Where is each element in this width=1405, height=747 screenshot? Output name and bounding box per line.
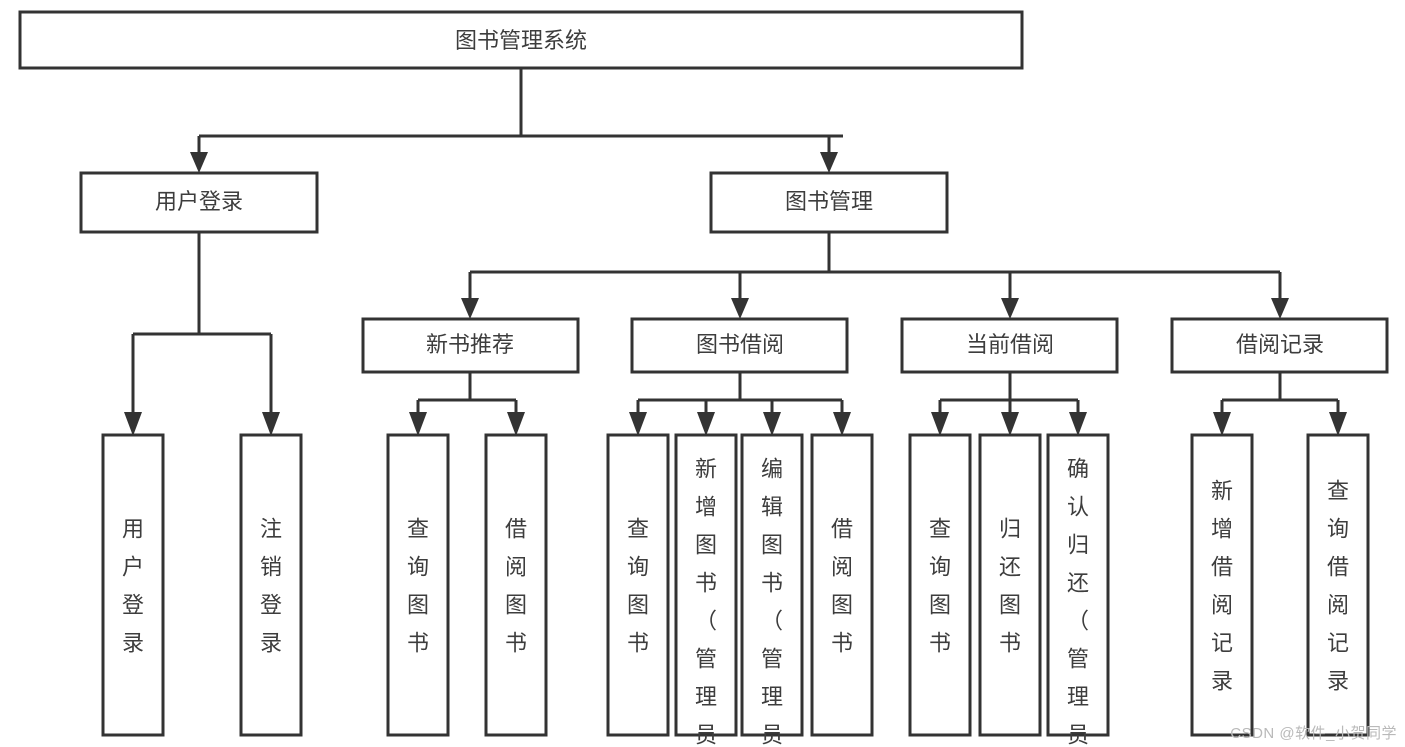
leaf-borrow-record-query[interactable]: 查询借阅记录 — [1306, 433, 1370, 737]
leaf-box[interactable] — [386, 433, 450, 737]
leaf-label: 查询图书 — [627, 516, 649, 655]
leaf-box[interactable] — [740, 433, 804, 737]
node-new-book-recommend-label: 新书推荐 — [426, 332, 514, 357]
node-book-borrow[interactable]: 图书借阅 — [630, 317, 849, 374]
leaf-box[interactable] — [978, 433, 1042, 737]
arrowhead-leaf-borrow-record-0 — [1213, 412, 1231, 436]
node-book-management-box[interactable] — [709, 171, 949, 234]
leaf-label: 归还图书 — [999, 516, 1021, 655]
node-root-book-management-system[interactable]: 图书管理系统 — [18, 10, 1024, 70]
node-book-borrow-label: 图书借阅 — [696, 332, 784, 357]
leaf-label: 查询图书 — [929, 516, 951, 655]
leaf-label: 查询图书 — [407, 516, 429, 655]
leaf-label: 借阅图书 — [831, 516, 853, 655]
node-book-management-label: 图书管理 — [785, 189, 873, 214]
leaf-new-book-borrow[interactable]: 借阅图书 — [484, 433, 548, 737]
node-current-borrow-label: 当前借阅 — [966, 332, 1054, 357]
node-new-book-recommend[interactable]: 新书推荐 — [361, 317, 580, 374]
arrowhead-leaf-borrow-record-1 — [1329, 412, 1347, 436]
leaf-book-borrow-query[interactable]: 查询图书 — [606, 433, 670, 737]
arrowhead-leaf-current-borrow-1 — [1001, 412, 1019, 436]
leaf-book-borrow-borrow[interactable]: 借阅图书 — [810, 433, 874, 737]
leaf-box[interactable] — [484, 433, 548, 737]
arrowhead-leaf-book-borrow-3 — [833, 412, 851, 436]
arrowhead-leaf-user-login-1 — [262, 412, 280, 436]
arrowhead-user-login — [190, 152, 208, 173]
node-user-login-label: 用户登录 — [155, 189, 243, 214]
node-user-login[interactable]: 用户登录 — [79, 171, 319, 234]
arrowhead-leaf-book-borrow-2 — [763, 412, 781, 436]
leaf-label: 注销登录 — [260, 516, 282, 655]
leaf-box[interactable] — [239, 433, 303, 737]
node-book-borrow-box[interactable] — [630, 317, 849, 374]
leaf-label: 新增图书（管理员） — [695, 456, 717, 747]
node-root-box[interactable] — [18, 10, 1024, 70]
leaf-label: 确认归还（管理员） — [1067, 456, 1089, 747]
node-book-management[interactable]: 图书管理 — [709, 171, 949, 234]
leaf-user-login-logout[interactable]: 注销登录 — [239, 433, 303, 737]
arrowhead-borrow-record — [1271, 298, 1289, 319]
node-root-label: 图书管理系统 — [455, 28, 587, 53]
leaf-current-borrow-confirm[interactable]: 确认归还（管理员） — [1046, 433, 1110, 747]
arrowhead-book-borrow — [731, 298, 749, 319]
node-user-login-box[interactable] — [79, 171, 319, 234]
leaf-book-borrow-add[interactable]: 新增图书（管理员） — [674, 433, 738, 747]
node-current-borrow-box[interactable] — [900, 317, 1119, 374]
arrow-heads — [124, 152, 1347, 436]
leaf-box[interactable] — [1046, 433, 1110, 737]
node-current-borrow[interactable]: 当前借阅 — [900, 317, 1119, 374]
arrowhead-leaf-current-borrow-2 — [1069, 412, 1087, 436]
arrowhead-current-borrow — [1001, 298, 1019, 319]
watermark-text: CSDN @软件_小贺同学 — [1230, 725, 1397, 742]
leaf-book-borrow-edit[interactable]: 编辑图书（管理员） — [740, 433, 804, 747]
arrowhead-leaf-current-borrow-0 — [931, 412, 949, 436]
leaf-box[interactable] — [1190, 433, 1254, 737]
leaf-label: 借阅图书 — [505, 516, 527, 655]
leaf-current-borrow-return[interactable]: 归还图书 — [978, 433, 1042, 737]
leaf-borrow-record-add[interactable]: 新增借阅记录 — [1190, 433, 1254, 737]
leaf-box[interactable] — [810, 433, 874, 737]
arrowhead-leaf-book-borrow-1 — [697, 412, 715, 436]
leaf-label: 编辑图书（管理员） — [761, 456, 783, 747]
leaf-label: 用户登录 — [122, 516, 144, 655]
leaf-label: 新增借阅记录 — [1211, 478, 1233, 693]
leaf-box[interactable] — [1306, 433, 1370, 737]
leaf-new-book-query[interactable]: 查询图书 — [386, 433, 450, 737]
leaf-current-borrow-query[interactable]: 查询图书 — [908, 433, 972, 737]
leaf-box[interactable] — [101, 433, 165, 737]
node-borrow-record-label: 借阅记录 — [1236, 332, 1324, 357]
leaf-box[interactable] — [908, 433, 972, 737]
leaf-label: 查询借阅记录 — [1327, 478, 1349, 693]
node-borrow-record-box[interactable] — [1170, 317, 1389, 374]
arrowhead-new-book — [461, 298, 479, 319]
leaf-box[interactable] — [606, 433, 670, 737]
arrowhead-leaf-new-book-0 — [409, 412, 427, 436]
leaf-user-login-login[interactable]: 用户登录 — [101, 433, 165, 737]
leaf-box[interactable] — [674, 433, 738, 737]
arrowhead-leaf-book-borrow-0 — [629, 412, 647, 436]
arrowhead-leaf-new-book-1 — [507, 412, 525, 436]
arrowhead-leaf-user-login-0 — [124, 412, 142, 436]
leaf-nodes: 用户登录 注销登录 查询图书 借阅图书 查询图书 新增图书（管理员） — [101, 433, 1370, 747]
node-new-book-recommend-box[interactable] — [361, 317, 580, 374]
arrowhead-book-manage — [820, 152, 838, 173]
node-borrow-record[interactable]: 借阅记录 — [1170, 317, 1389, 374]
